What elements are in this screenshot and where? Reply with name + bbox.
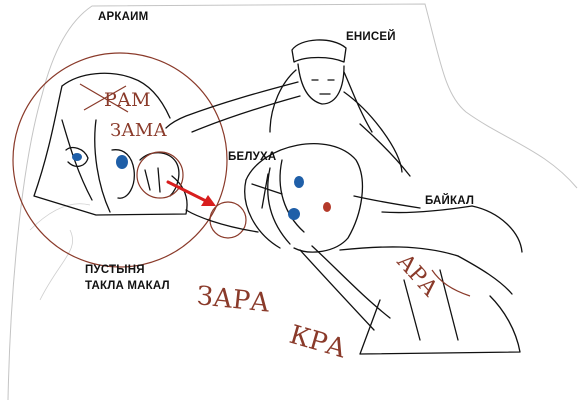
face-circle (136, 151, 184, 199)
label-baikal: БАЙКАЛ (425, 195, 475, 207)
ara-strokes (431, 269, 471, 297)
reclining-figure (185, 143, 523, 355)
red-arrow (166, 180, 216, 206)
left-figure-eye-left (72, 153, 82, 161)
reclining-mouth (323, 202, 331, 212)
label-desert-line-1: ПУСТЫНЯ (85, 264, 145, 276)
label-desert-line-2: ТАКЛА МАКАЛ (85, 280, 170, 292)
arkaim-circle (12, 52, 228, 268)
zama-text: ЗАМА (110, 120, 167, 141)
ram-text: РАМ (104, 89, 151, 111)
kra-text: КРА (286, 320, 350, 365)
label-arkaim: АРКАИМ (98, 11, 149, 23)
left-figure-eye-right (116, 155, 128, 169)
map-outline (7, 3, 578, 401)
label-beluha: БЕЛУХА (228, 151, 277, 163)
reclining-eye-2 (288, 208, 300, 220)
handwritten-ram: РАМ (79, 83, 151, 113)
map-coast (29, 203, 91, 301)
label-enisei: ЕНИСЕЙ (346, 31, 396, 43)
target-circle (209, 201, 247, 239)
standing-figure (165, 39, 411, 177)
reclining-eye-1 (294, 176, 304, 188)
label-takla-makan: ПУСТЫНЯ ТАКЛА МАКАЛ (85, 262, 170, 294)
zara-text: ЗАРА (195, 281, 271, 319)
ara-text: АРА (392, 249, 443, 302)
